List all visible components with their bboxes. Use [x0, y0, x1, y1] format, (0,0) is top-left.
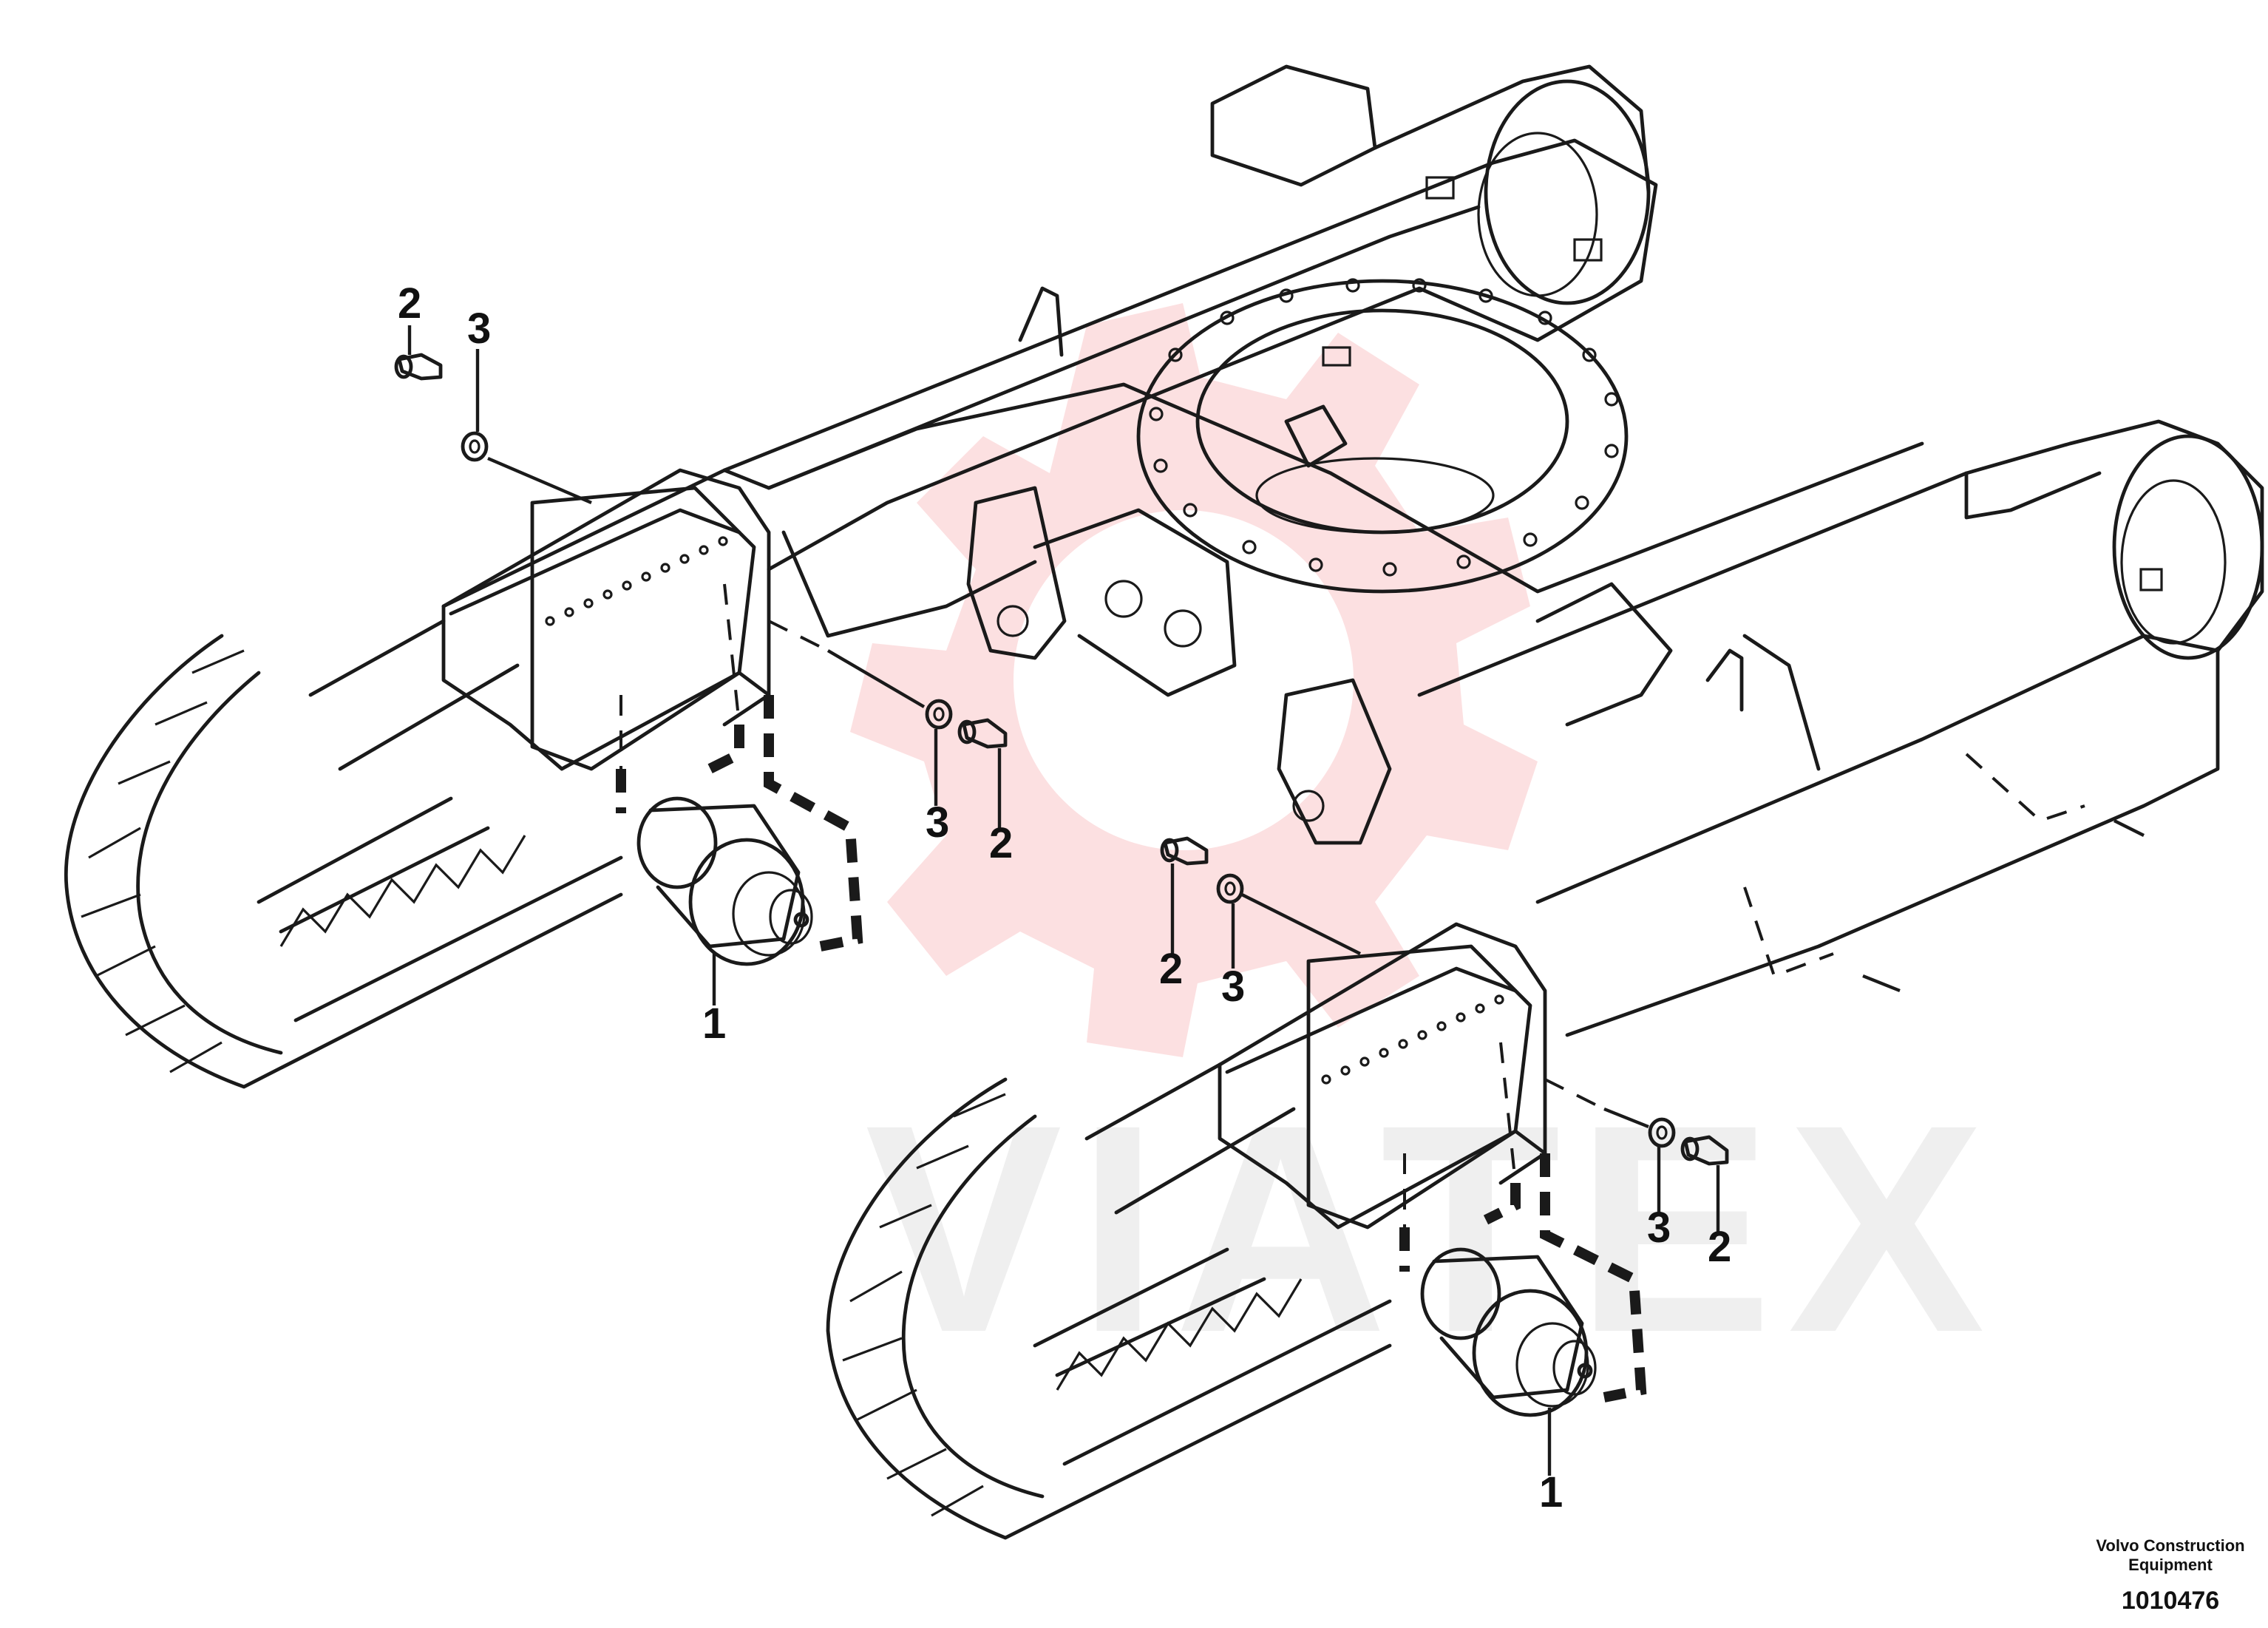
- callout-2-top-left: 2: [398, 279, 421, 328]
- washer-center: [1216, 873, 1244, 904]
- callout-2-mid-left: 2: [989, 819, 1013, 867]
- callout-3-center: 3: [1221, 963, 1245, 1011]
- right-track-roller: [1399, 1153, 1647, 1417]
- left-track-frame: [441, 468, 829, 771]
- undercarriage-frame: [441, 64, 2264, 1037]
- callout-2-lower-right: 2: [1708, 1223, 1731, 1271]
- bolt-top-left: [394, 353, 443, 381]
- callout-3-mid-left: 3: [926, 798, 949, 847]
- washer-top-left: [461, 431, 489, 462]
- company-name-line2: Equipment: [2128, 1556, 2213, 1574]
- callouts: 2 3 3 2 1 2 3 3 2 1: [398, 279, 1731, 1516]
- left-frame-holes: [545, 536, 728, 626]
- washer-mid-left: [925, 699, 953, 730]
- bolt-center: [1160, 836, 1209, 866]
- callout-2-center: 2: [1159, 945, 1183, 993]
- washer-lower-right: [1648, 1117, 1676, 1148]
- left-track-roller: [616, 695, 863, 966]
- callout-3-lower-right: 3: [1647, 1204, 1671, 1252]
- callout-1-right: 1: [1539, 1468, 1563, 1516]
- bolt-lower-right: [1680, 1135, 1729, 1166]
- slewing-ring-bolts: [1149, 278, 1619, 577]
- drawing-number: 1010476: [2122, 1587, 2219, 1615]
- watermark-logo: VIATEX: [850, 303, 1985, 1394]
- right-rubber-track: [826, 1062, 1392, 1540]
- leader-lines: [407, 325, 1720, 1476]
- right-frame-holes: [1321, 994, 1504, 1085]
- company-name-line1: Volvo Construction: [2096, 1536, 2244, 1555]
- bolt-mid-left: [957, 718, 1008, 749]
- callout-3-top-left: 3: [467, 305, 491, 353]
- right-track-frame: [1218, 753, 2145, 1230]
- left-rubber-track: [64, 619, 623, 1089]
- callout-1-left: 1: [702, 1000, 726, 1048]
- footer: Volvo Construction Equipment 1010476: [2096, 1536, 2244, 1615]
